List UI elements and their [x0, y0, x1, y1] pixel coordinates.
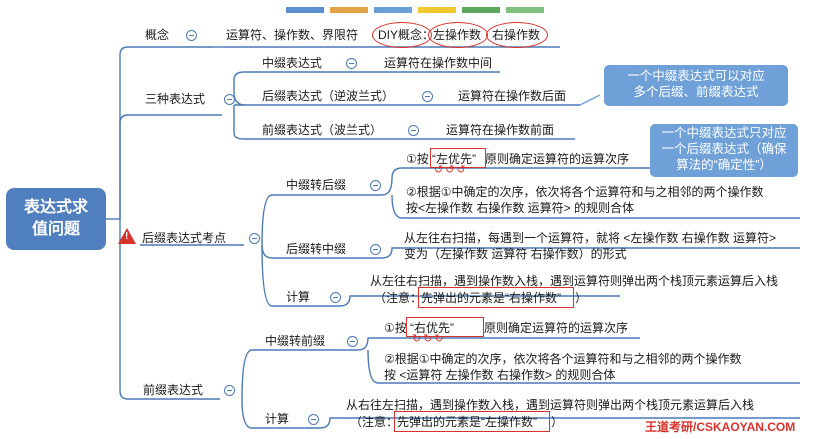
color-tab	[374, 7, 412, 13]
rule1-left-first: “左优先”	[432, 152, 476, 166]
node-prefix-calc[interactable]: 计算	[265, 412, 290, 426]
prefix-calc-note-close: ）	[551, 415, 564, 429]
node-postfix-to-infix[interactable]: 后缀转中缀	[286, 242, 347, 256]
rule2-line1: ②根据①中确定的次序，依次将各个运算符和与之相邻的两个操作数	[406, 185, 764, 199]
postfix-desc: 运算符在操作数后面	[458, 89, 567, 103]
node-postfix-calc[interactable]: 计算	[286, 290, 311, 304]
node-infix[interactable]: 中缀表达式	[262, 56, 323, 70]
watermark: 王道考研/CSKAOYAN.COM	[645, 420, 796, 434]
annotation-oval	[372, 22, 432, 48]
handwritten-marks: ↺↺↺	[434, 164, 468, 176]
rule2-line2: 按<左操作数 右操作数 运算符> 的规则合体	[406, 201, 635, 215]
root-title: 表达式求值问题	[23, 199, 88, 238]
collapse-icon[interactable]	[330, 292, 341, 303]
node-postfix-topic[interactable]: 后缀表达式考点	[142, 231, 227, 245]
prefix-rule2-line1: ②根据①中确定的次序，依次将各个运算符和与之相邻的两个操作数	[384, 352, 742, 366]
postfix-calc-note-key: 先弹出的元素是“右操作数”	[421, 291, 561, 305]
postfix-to-infix-line1: 从左往右扫描，每遇到一个运算符，就将 <左操作数 右操作数 运算符>	[404, 231, 777, 245]
color-tab	[506, 7, 544, 13]
postfix-calc-line1: 从左往右扫描，遇到操作数入栈，遇到运算符则弹出两个栈顶元素运算后入栈	[370, 274, 779, 288]
collapse-icon[interactable]	[347, 336, 358, 347]
collapse-icon[interactable]	[346, 58, 357, 69]
color-tab	[418, 7, 456, 13]
collapse-icon[interactable]	[224, 94, 235, 105]
annotation-oval	[486, 22, 548, 48]
callout-line: 一个中缀表达式可以对应	[627, 69, 765, 83]
callout-line: 多个后缀、前缀表达式	[633, 85, 759, 99]
rule1-prefix: ①按	[406, 152, 429, 166]
collapse-icon[interactable]	[224, 385, 235, 396]
collapse-icon[interactable]	[308, 414, 319, 425]
postfix-calc-note-open: （注意：	[374, 291, 423, 305]
warning-icon: !	[118, 228, 136, 244]
color-tab	[330, 7, 368, 13]
handwritten-marks: ↻↻↻	[412, 333, 446, 345]
collapse-icon[interactable]	[408, 125, 419, 136]
rule1-rest: 原则确定运算符的运算次序	[485, 152, 630, 166]
collapse-icon[interactable]	[186, 30, 197, 41]
postfix-to-infix-line2: 变为（左操作数 运算符 右操作数）的形式	[404, 247, 627, 261]
node-prefix[interactable]: 前缀表达式（波兰式）	[262, 123, 383, 137]
prefix-rule1-prefix: ①按	[384, 321, 407, 335]
root-node[interactable]: 表达式求值问题	[6, 188, 106, 250]
highlight-box	[394, 411, 550, 432]
highlight-box	[418, 287, 574, 308]
callout-note-2: 一个中缀表达式只对应 一个后缀表达式（确保 算法的“确定性”）	[650, 124, 798, 177]
prefix-calc-note-open: （注意：	[350, 415, 399, 429]
concept-text: 运算符、操作数、界限符	[226, 28, 359, 42]
node-concept[interactable]: 概念	[145, 28, 170, 42]
prefix-rule2-line2: 按 <运算符 左操作数 右操作数> 的规则合体	[384, 368, 616, 382]
highlight-box	[406, 317, 484, 337]
collapse-icon[interactable]	[249, 233, 260, 244]
node-infix-to-prefix[interactable]: 中缀转前缀	[265, 334, 326, 348]
highlight-box	[430, 148, 486, 168]
prefix-rule1-rest: 原则确定运算符的运算次序	[484, 321, 629, 335]
postfix-calc-note-close: ）	[575, 291, 588, 305]
prefix-calc-note-key: 先弹出的元素是“左操作数”	[397, 415, 537, 429]
prefix-desc: 运算符在操作数前面	[446, 123, 555, 137]
callout-note-1: 一个中缀表达式可以对应 多个后缀、前缀表达式	[604, 65, 788, 106]
callout-line: 一个中缀表达式只对应	[661, 126, 787, 140]
node-three-types[interactable]: 三种表达式	[145, 92, 206, 106]
prefix-calc-line1: 从右往左扫描，遇到操作数入栈，遇到运算符则弹出两个栈顶元素运算后入栈	[346, 398, 755, 412]
color-tab	[462, 7, 500, 13]
node-postfix[interactable]: 后缀表达式（逆波兰式）	[262, 89, 395, 103]
callout-line: 一个后缀表达式（确保	[661, 142, 787, 156]
callout-line: 算法的“确定性”）	[676, 158, 772, 172]
node-prefix-topic[interactable]: 前缀表达式	[143, 383, 204, 397]
node-infix-to-postfix[interactable]: 中缀转后缀	[286, 178, 347, 192]
collapse-icon[interactable]	[422, 91, 433, 102]
color-tab	[286, 7, 324, 13]
collapse-icon[interactable]	[370, 180, 381, 191]
infix-desc: 运算符在操作数中间	[384, 56, 493, 70]
prefix-rule1-right-first: “右优先”	[410, 321, 454, 335]
annotation-oval	[428, 22, 488, 48]
collapse-icon[interactable]	[370, 244, 381, 255]
